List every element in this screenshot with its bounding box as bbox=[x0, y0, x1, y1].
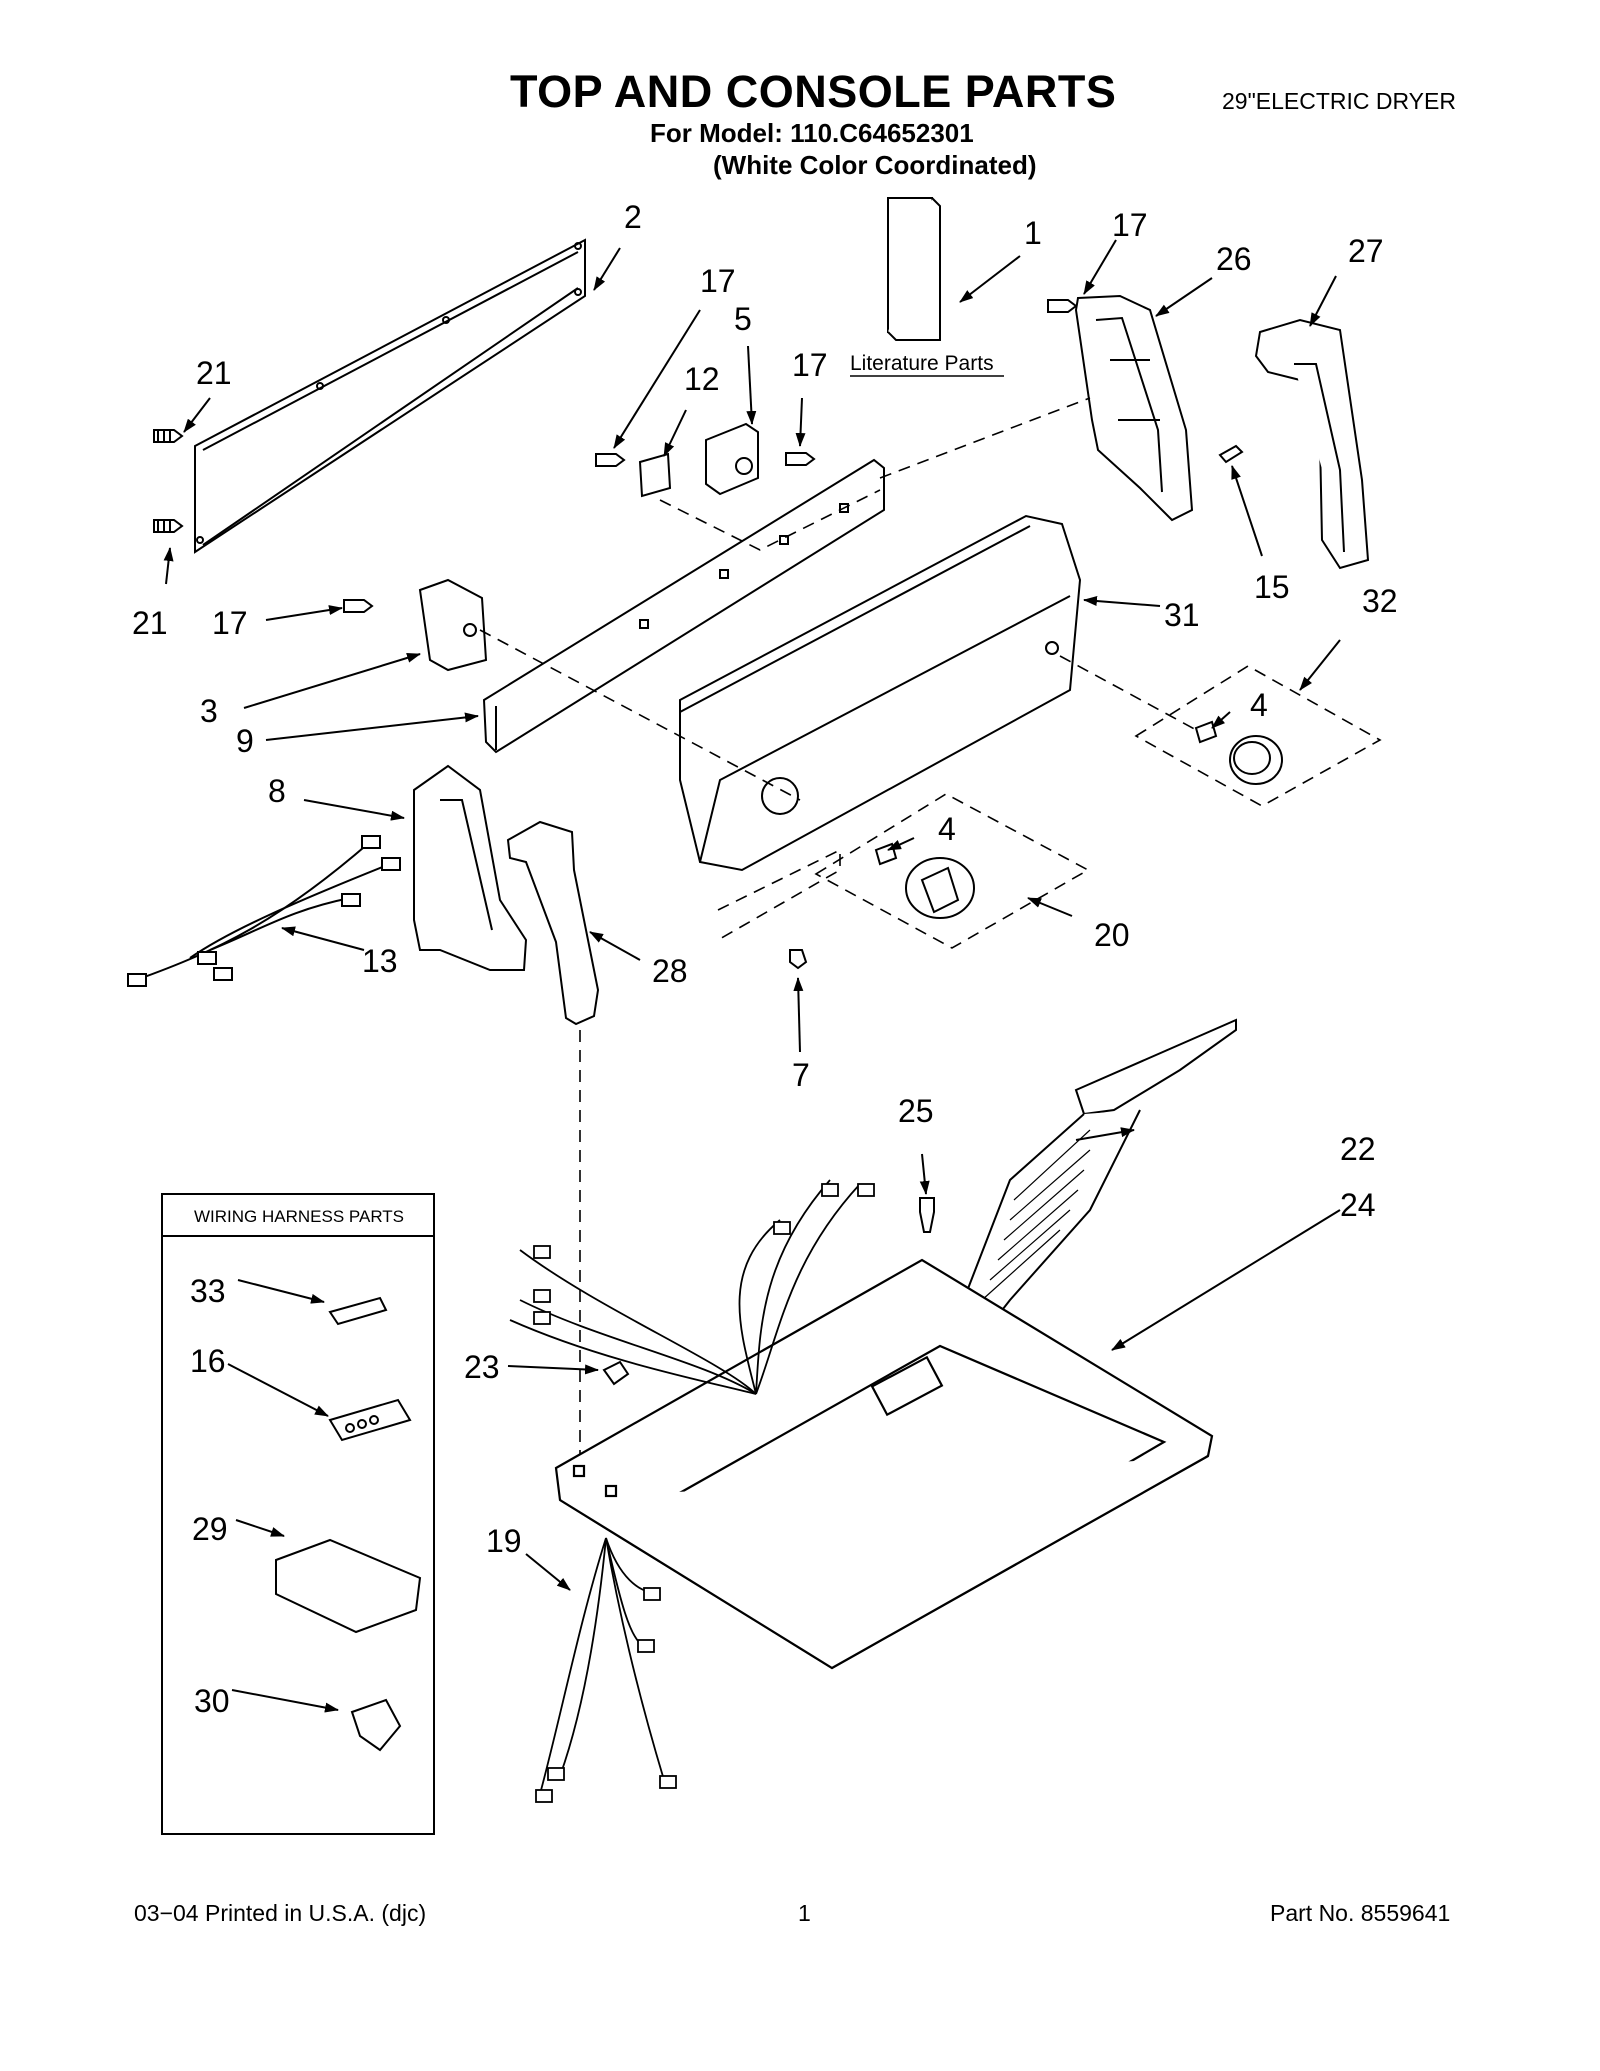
callout-17-right: 17 bbox=[792, 347, 828, 383]
callout-20: 20 bbox=[1094, 917, 1130, 953]
literature-parts-label: Literature Parts bbox=[850, 352, 994, 375]
control-bracket-part bbox=[482, 458, 885, 754]
footer-part-number: Part No. 8559641 bbox=[1270, 1900, 1451, 1926]
callout-8: 8 bbox=[268, 773, 286, 809]
literature-booklet bbox=[887, 197, 941, 341]
callout-12: 12 bbox=[684, 361, 720, 397]
right-end-cap-part bbox=[1074, 294, 1194, 522]
footer-page-number: 1 bbox=[798, 1900, 811, 1926]
right-trim-part bbox=[1254, 318, 1370, 570]
callout-30: 30 bbox=[194, 1683, 230, 1719]
lower-wiring-part bbox=[535, 1537, 677, 1803]
callout-7: 7 bbox=[792, 1057, 810, 1093]
callout-4-upper: 4 bbox=[1250, 687, 1268, 723]
product-name: 29"ELECTRIC DRYER bbox=[1222, 88, 1456, 114]
left-end-cap-part bbox=[413, 764, 528, 971]
left-trim-part bbox=[506, 820, 600, 1026]
callout-31: 31 bbox=[1164, 597, 1200, 633]
screws bbox=[153, 299, 1244, 1233]
callout-29: 29 bbox=[192, 1511, 228, 1547]
callout-17-center: 17 bbox=[700, 263, 736, 299]
callout-13: 13 bbox=[362, 943, 398, 979]
callout-5: 5 bbox=[734, 301, 752, 337]
callout-17-left: 17 bbox=[212, 605, 248, 641]
wiring-harness-box bbox=[161, 1193, 435, 1835]
main-wiring-bundle bbox=[509, 1179, 875, 1395]
callout-3: 3 bbox=[200, 693, 218, 729]
lint-duct-part bbox=[950, 1018, 1237, 1348]
callout-28: 28 bbox=[652, 953, 688, 989]
model-line: For Model: 110.C64652301 bbox=[650, 118, 974, 148]
callout-4-lower: 4 bbox=[938, 811, 956, 847]
knob-parts bbox=[874, 720, 1283, 919]
callout-21-upper: 21 bbox=[196, 355, 232, 391]
callout-17-top-right: 17 bbox=[1112, 207, 1148, 243]
wire-harness-part bbox=[127, 835, 401, 987]
callout-numbers: 1 2 3 4 4 5 7 8 9 12 13 15 16 17 17 17 1… bbox=[132, 199, 1398, 1719]
footer-print-info: 03−04 Printed in U.S.A. (djc) bbox=[134, 1900, 427, 1926]
callout-24: 24 bbox=[1340, 1187, 1376, 1223]
callout-32: 32 bbox=[1362, 583, 1398, 619]
clip-part bbox=[602, 1360, 630, 1386]
console-panel-part bbox=[679, 514, 1082, 872]
callout-25: 25 bbox=[898, 1093, 934, 1129]
top-panel-part bbox=[554, 1258, 1214, 1670]
assembly-dashes bbox=[479, 397, 1382, 1470]
color-line: (White Color Coordinated) bbox=[713, 150, 1037, 180]
leader-arrows bbox=[163, 239, 1341, 1713]
wiring-harness-title: WIRING HARNESS PARTS bbox=[194, 1207, 404, 1226]
callout-26: 26 bbox=[1216, 241, 1252, 277]
callout-27: 27 bbox=[1348, 233, 1384, 269]
harness-small-parts bbox=[275, 1296, 422, 1752]
callout-9: 9 bbox=[236, 723, 254, 759]
callout-16: 16 bbox=[190, 1343, 226, 1379]
callout-33: 33 bbox=[190, 1273, 226, 1309]
callout-19: 19 bbox=[486, 1523, 522, 1559]
switch-parts bbox=[418, 422, 759, 672]
back-panel-part bbox=[194, 238, 586, 554]
callout-22: 22 bbox=[1340, 1131, 1376, 1167]
page-title: TOP AND CONSOLE PARTS bbox=[510, 66, 1117, 117]
callout-1: 1 bbox=[1024, 215, 1042, 251]
callout-23: 23 bbox=[464, 1349, 500, 1385]
callout-2: 2 bbox=[624, 199, 642, 235]
callout-21-lower: 21 bbox=[132, 605, 168, 641]
callout-15: 15 bbox=[1254, 569, 1290, 605]
